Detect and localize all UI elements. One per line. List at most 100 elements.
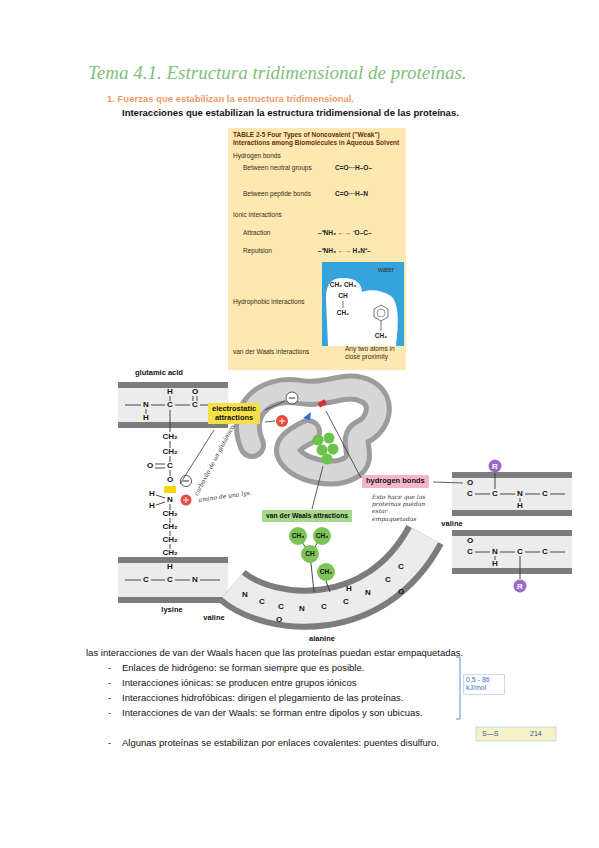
atom-label: CH₂ bbox=[162, 448, 177, 456]
protein-cartoon-part bbox=[276, 415, 288, 427]
lysine-backbone-part-part bbox=[200, 580, 220, 581]
right-backbone-part-part bbox=[525, 552, 540, 553]
table-cell: Attraction bbox=[243, 229, 270, 237]
atom-label: C bbox=[542, 490, 548, 498]
body-text: Algunas proteínas se estabilizan por enl… bbox=[122, 736, 458, 750]
atom-label: C bbox=[167, 462, 173, 470]
leader-lines-part bbox=[326, 411, 361, 478]
side-chains-part bbox=[155, 468, 165, 469]
salt-bridge-part bbox=[183, 481, 189, 482]
atom-label: H bbox=[143, 414, 149, 422]
right-backbone bbox=[452, 473, 572, 579]
body-text: Interacciones hidrofóbicas: dirigen el p… bbox=[122, 691, 403, 705]
leader-lines bbox=[180, 401, 463, 509]
callout-box: van der Waals attractions bbox=[262, 510, 352, 522]
chemical-formula: –⁺NH₃ ←→ ⁻O–C– bbox=[318, 229, 372, 236]
atom-label: CH₂ bbox=[162, 433, 177, 441]
table-cell: Between peptide bonds bbox=[243, 190, 311, 198]
atom-label: N bbox=[299, 605, 305, 613]
methyl-circle: CH bbox=[301, 545, 319, 563]
protein-cartoon-part bbox=[286, 392, 298, 404]
node-text: TABLE 2-5 Four Types of Noncovalent ("We… bbox=[233, 131, 401, 147]
valine-alanine-backbone-part-part bbox=[326, 581, 330, 592]
protein-cartoon bbox=[248, 388, 378, 473]
lysine-backbone bbox=[118, 580, 228, 581]
bond-energy: 214 bbox=[530, 730, 542, 738]
lysine-backbone-part-part bbox=[151, 580, 165, 581]
chemical-formula: –⁺NH₃ ←→ H₃N⁺– bbox=[318, 247, 371, 254]
right-backbone-part bbox=[452, 478, 572, 510]
node-text: electrostatic attractions bbox=[212, 405, 256, 422]
residue-name: valine bbox=[441, 520, 462, 529]
lysine-backbone-part-part bbox=[125, 580, 141, 581]
leader-lines-part bbox=[265, 421, 275, 422]
methyl-circle: CH₃ bbox=[313, 527, 331, 545]
atom-label: N bbox=[242, 591, 248, 599]
r-group-circle: R bbox=[514, 580, 527, 593]
valine-alanine-backbone-part bbox=[232, 535, 425, 609]
chemical-formula: C=O···H–N bbox=[335, 190, 368, 197]
atom-label: H bbox=[149, 502, 155, 510]
handwritten-note: carboxilo de un glutámico bbox=[192, 423, 236, 496]
energy-range: 0,5 - 86 kJ/mol bbox=[463, 674, 505, 695]
methyl-circle: CH₃ bbox=[289, 527, 307, 545]
body-text: - bbox=[108, 691, 111, 705]
atom-label: CH₂ bbox=[162, 536, 177, 544]
body-text: Interacciones de van der Waals: se forma… bbox=[122, 706, 458, 720]
body-text: las interacciones de van der Waals hacen… bbox=[86, 646, 463, 660]
atom-label: N bbox=[192, 576, 198, 584]
energy-bracket-part bbox=[456, 657, 460, 719]
atom-label: O bbox=[147, 462, 153, 470]
atom-label: H bbox=[149, 490, 155, 498]
salt-bridge-part bbox=[181, 495, 192, 506]
table-panel-part bbox=[322, 262, 404, 346]
atom-label: C bbox=[167, 401, 173, 409]
side-chains-part bbox=[156, 495, 165, 498]
bond-energy: S—S bbox=[482, 730, 498, 738]
atom-label: H bbox=[492, 560, 498, 568]
atom-label: H bbox=[346, 585, 352, 593]
right-backbone-part bbox=[452, 536, 572, 568]
right-backbone-part-part bbox=[495, 473, 496, 489]
protein-cartoon-part bbox=[322, 454, 333, 465]
atom-label: C bbox=[143, 576, 149, 584]
body-text: Interacciones iónicas: se producen entre… bbox=[122, 676, 356, 690]
table-cell: Any two atoms in close proximity bbox=[345, 345, 403, 361]
right-backbone-part-part bbox=[525, 494, 540, 495]
table-panel-part bbox=[228, 128, 406, 370]
energy-bracket-part bbox=[476, 727, 556, 741]
atom-label: O bbox=[467, 537, 473, 545]
atom-label: N bbox=[167, 496, 173, 504]
atom-label: N bbox=[517, 490, 523, 498]
protein-cartoon-part bbox=[311, 406, 318, 414]
table-cell: water bbox=[378, 266, 394, 274]
right-backbone-part-part bbox=[475, 552, 490, 553]
table-cell: Hydrophobic interactions bbox=[233, 298, 305, 306]
residue-name: alanine bbox=[309, 635, 335, 644]
atom-label: C bbox=[492, 490, 498, 498]
salt-bridge bbox=[164, 476, 192, 506]
page-title: Tema 4.1. Estructura tridimensional de p… bbox=[88, 62, 467, 84]
protein-cartoon-part bbox=[282, 418, 283, 424]
callout-box: electrostatic attractions bbox=[208, 403, 260, 424]
table-panel-part bbox=[377, 309, 385, 317]
residue-name: lysine bbox=[161, 606, 182, 615]
salt-bridge-part bbox=[164, 486, 176, 493]
residue-name: valine bbox=[203, 614, 224, 623]
atom-label: N bbox=[492, 548, 498, 556]
atom-label: O bbox=[467, 479, 473, 487]
body-text: Enlaces de hidrógeno: se forman siempre … bbox=[122, 661, 364, 675]
callout-box: hydrogen bonds bbox=[362, 475, 429, 488]
atom-label: C bbox=[259, 598, 265, 606]
right-backbone-part-part bbox=[500, 552, 515, 553]
residue-name: glutamic acid bbox=[135, 369, 183, 378]
atom-label: CH₂ bbox=[162, 510, 177, 518]
energy-bracket bbox=[456, 657, 556, 741]
right-backbone-part-part bbox=[520, 556, 521, 579]
lysine-backbone-part bbox=[118, 557, 228, 603]
glutamate-backbone-part-part bbox=[175, 405, 190, 406]
atom-label: C bbox=[321, 603, 327, 611]
atom-label: C bbox=[467, 490, 473, 498]
atom-label: CH₂ bbox=[162, 549, 177, 557]
